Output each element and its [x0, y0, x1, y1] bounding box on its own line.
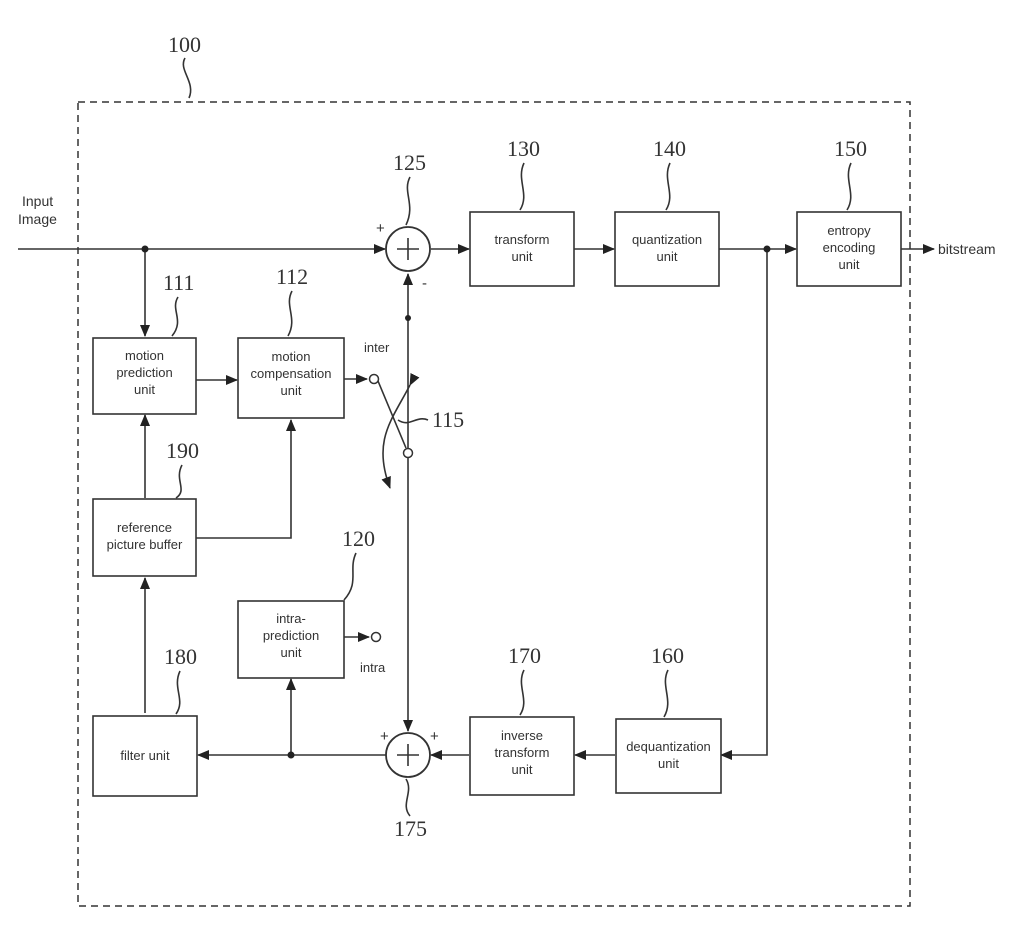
ref-130: 130	[507, 136, 540, 161]
inter-label: inter	[364, 340, 390, 355]
input-label-2: Image	[18, 211, 57, 227]
inverse-transform-label-3: unit	[512, 762, 533, 777]
motion-prediction-block: motion prediction unit	[92, 337, 197, 415]
leader-180	[175, 670, 181, 715]
leader-112	[287, 290, 293, 337]
entropy-label-3: unit	[839, 257, 860, 272]
ref-125: 125	[393, 150, 426, 175]
ref-180: 180	[164, 644, 197, 669]
reference-picture-buffer-block: reference picture buffer	[92, 498, 197, 577]
ref-175: 175	[394, 816, 427, 841]
leader-160	[663, 669, 669, 718]
leader-150	[846, 162, 852, 211]
adder-right-plus-sign: +	[430, 728, 439, 745]
intra-prediction-label-3: unit	[281, 645, 302, 660]
output-label: bitstream	[938, 241, 996, 257]
switch-contact-intra	[370, 631, 382, 643]
leader-175	[405, 778, 411, 817]
quantization-label-1: quantization	[632, 232, 702, 247]
transform-label-2: unit	[512, 249, 533, 264]
intra-prediction-block: intra-prediction unit	[237, 600, 345, 679]
junction-recon	[287, 751, 295, 759]
switch-throw-arrow	[381, 372, 420, 489]
ref-111: 111	[163, 270, 194, 295]
ref-150: 150	[834, 136, 867, 161]
leader-111	[171, 296, 179, 337]
switch-contact-inter	[368, 373, 380, 385]
leader-120	[343, 552, 357, 601]
motion-compensation-label-2: compensation	[251, 366, 332, 381]
leader-140	[665, 162, 671, 211]
ref-140: 140	[653, 136, 686, 161]
adder-left-plus-sign: +	[380, 728, 389, 745]
junction-input	[141, 245, 149, 253]
motion-prediction-label-2: prediction	[116, 365, 172, 380]
filter-block: filter unit	[92, 715, 198, 797]
motion-compensation-block: motion compensation unit	[237, 337, 345, 419]
motion-compensation-label-3: unit	[281, 383, 302, 398]
transform-label-1: transform	[495, 232, 550, 247]
intra-label: intra	[360, 660, 386, 675]
ref-170: 170	[508, 643, 541, 668]
motion-compensation-label-1: motion	[271, 349, 310, 364]
adder-node	[385, 732, 431, 778]
subtractor-minus-sign: -	[422, 275, 427, 292]
quantization-block: quantization unit	[614, 211, 720, 287]
ref-120: 120	[342, 526, 375, 551]
switch-blade	[377, 380, 407, 449]
leader-125	[405, 176, 411, 226]
entropy-encoding-block: entropy encoding unit	[796, 211, 902, 287]
dequantization-label-1: dequantization	[626, 739, 711, 754]
inverse-transform-label-1: inverse	[501, 728, 543, 743]
dequantization-block: dequantization unit	[615, 718, 722, 794]
subtractor-node	[385, 226, 431, 272]
entropy-label-1: entropy	[827, 223, 871, 238]
inverse-transform-label-2: transform	[495, 745, 550, 760]
intra-prediction-label-1: intra-	[276, 611, 306, 626]
leader-170	[519, 669, 525, 716]
ref-112: 112	[276, 264, 308, 289]
dequantization-label-2: unit	[658, 756, 679, 771]
leader-130	[519, 162, 525, 211]
subtractor-plus-sign: +	[376, 220, 385, 237]
refbuf-label-2: picture buffer	[107, 537, 183, 552]
encoder-boundary	[77, 101, 911, 907]
inverse-transform-block: inverse transform unit	[469, 716, 575, 796]
junction-switch	[405, 315, 411, 321]
quantization-label-2: unit	[657, 249, 678, 264]
transform-block: transform unit	[469, 211, 575, 287]
refbuf-label-1: reference	[117, 520, 172, 535]
wire-quant-to-dequant	[720, 249, 768, 760]
switch-pole	[402, 447, 414, 459]
wire-refbuf-to-mc	[196, 419, 296, 539]
entropy-label-2: encoding	[823, 240, 876, 255]
leader-115	[397, 418, 429, 424]
input-label-1: Input	[22, 193, 53, 209]
encoder-ref-number: 100	[168, 32, 201, 57]
ref-115: 115	[432, 407, 464, 432]
encoder-leader-line	[182, 57, 192, 99]
filter-label: filter unit	[120, 748, 170, 763]
ref-160: 160	[651, 643, 684, 668]
intra-prediction-label-2: prediction	[263, 628, 319, 643]
junction-quant	[763, 245, 771, 253]
ref-190: 190	[166, 438, 199, 463]
motion-prediction-label-1: motion	[125, 348, 164, 363]
leader-190	[175, 464, 183, 499]
motion-prediction-label-3: unit	[134, 382, 155, 397]
svg-text:filter unit: filter unit	[120, 748, 170, 763]
